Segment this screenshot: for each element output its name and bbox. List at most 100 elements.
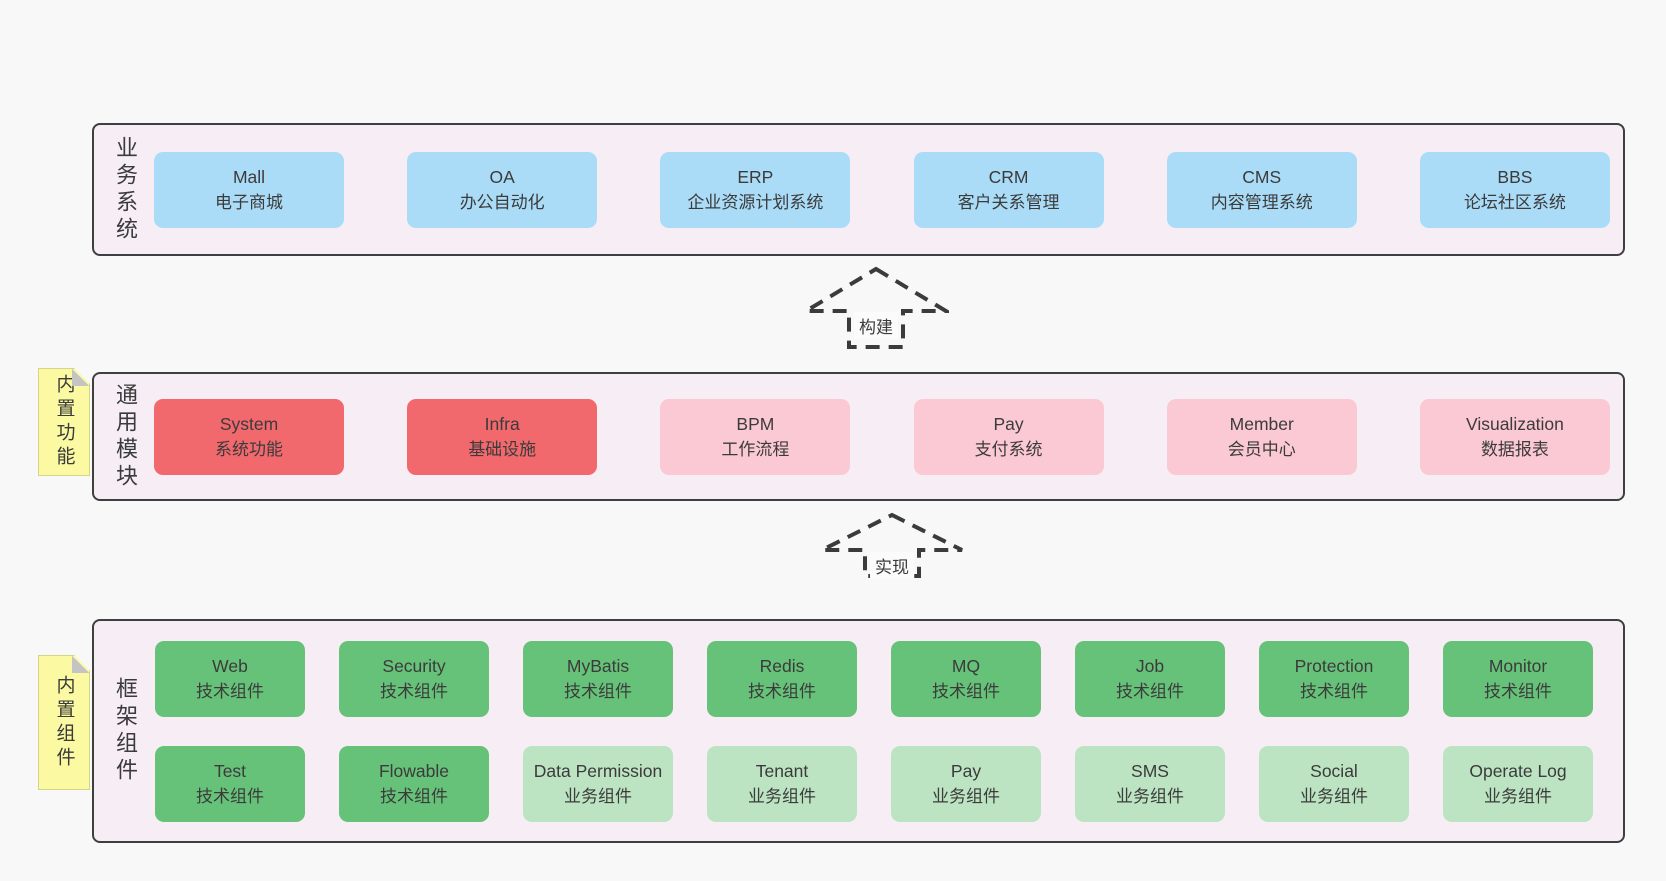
box-title: CMS bbox=[1242, 166, 1282, 187]
box-title: System bbox=[219, 413, 279, 434]
box-oa: OA 办公自动化 bbox=[407, 151, 598, 228]
section-label-modules: 通用模块 bbox=[113, 382, 138, 491]
box-title: Monitor bbox=[1488, 655, 1548, 676]
box-title: BBS bbox=[1497, 166, 1533, 187]
box-title: Flowable bbox=[378, 760, 450, 781]
box-title: Pay bbox=[950, 760, 982, 781]
box-subtitle: 企业资源计划系统 bbox=[687, 192, 824, 212]
box-title: Social bbox=[1310, 760, 1358, 781]
box-title: Test bbox=[213, 760, 247, 781]
box-subtitle: 技术组件 bbox=[380, 681, 448, 701]
box-subtitle: 会员中心 bbox=[1227, 439, 1296, 459]
box-title: BPM bbox=[736, 413, 775, 434]
box-subtitle: 技术组件 bbox=[380, 786, 448, 806]
section-framework-components: 框架组件 Web 技术组件 Security 技术组件 MyBatis 技术组件 Redis… bbox=[92, 619, 1625, 843]
box-subtitle: 技术组件 bbox=[196, 681, 264, 701]
box-subtitle: 内容管理系统 bbox=[1210, 192, 1313, 212]
box-cms: CMS 内容管理系统 bbox=[1166, 151, 1357, 228]
box-subtitle: 业务组件 bbox=[1484, 786, 1552, 806]
box-subtitle: 业务组件 bbox=[932, 786, 1000, 806]
box-subtitle: 技术组件 bbox=[1484, 681, 1552, 701]
box-infra: Infra 基础设施 bbox=[407, 398, 598, 475]
box-mybatis: MyBatis 技术组件 bbox=[523, 640, 673, 717]
build-arrow-icon: 构建 bbox=[803, 266, 949, 350]
box-title: Web bbox=[212, 655, 248, 676]
sticky-fold-corner-icon bbox=[72, 656, 89, 673]
box-visualization: Visualization 数据报表 bbox=[1419, 398, 1610, 475]
section-label-business: 业务系统 bbox=[113, 135, 138, 244]
box-pay: Pay 支付系统 bbox=[913, 398, 1104, 475]
sticky-note-builtin-components: 内置组件 bbox=[38, 655, 90, 790]
box-subtitle: 技术组件 bbox=[748, 681, 816, 701]
box-subtitle: 客户关系管理 bbox=[957, 192, 1060, 212]
box-data-permission: Data Permission 业务组件 bbox=[523, 745, 673, 822]
implement-arrow-label: 实现 bbox=[870, 552, 914, 579]
box-title: Protection bbox=[1294, 655, 1374, 676]
box-social: Social 业务组件 bbox=[1259, 745, 1409, 822]
box-title: Operate Log bbox=[1469, 760, 1567, 781]
box-subtitle: 技术组件 bbox=[1116, 681, 1184, 701]
box-subtitle: 基础设施 bbox=[468, 439, 537, 459]
box-subtitle: 工作流程 bbox=[721, 439, 790, 459]
box-subtitle: 支付系统 bbox=[974, 439, 1043, 459]
box-title: Redis bbox=[759, 655, 805, 676]
section-label-framework: 框架组件 bbox=[113, 677, 138, 785]
box-subtitle: 系统功能 bbox=[215, 439, 283, 459]
box-sms: SMS 业务组件 bbox=[1075, 745, 1225, 822]
box-subtitle: 业务组件 bbox=[1116, 786, 1184, 806]
box-subtitle: 电子商城 bbox=[215, 192, 283, 212]
box-title: Tenant bbox=[755, 760, 809, 781]
box-title: MyBatis bbox=[566, 655, 630, 676]
box-subtitle: 技术组件 bbox=[196, 786, 264, 806]
box-title: Security bbox=[382, 655, 446, 676]
box-title: SMS bbox=[1131, 760, 1169, 781]
box-title: CRM bbox=[988, 166, 1029, 187]
section-business-systems: 业务系统 Mall 电子商城 OA 办公自动化 ERP 企业资源计划系统 CRM 客户关系管理… bbox=[92, 123, 1625, 256]
box-test: Test 技术组件 bbox=[155, 745, 305, 822]
box-member: Member 会员中心 bbox=[1166, 398, 1357, 475]
box-subtitle: 业务组件 bbox=[564, 786, 632, 806]
box-title: Mall bbox=[232, 166, 266, 187]
box-title: Visualization bbox=[1465, 413, 1564, 434]
box-title: Data Permission bbox=[533, 760, 663, 781]
box-bbs: BBS 论坛社区系统 bbox=[1419, 151, 1610, 228]
box-tenant: Tenant 业务组件 bbox=[707, 745, 857, 822]
box-title: MQ bbox=[951, 655, 981, 676]
box-title: Infra bbox=[484, 413, 520, 434]
box-subtitle: 技术组件 bbox=[932, 681, 1000, 701]
box-erp: ERP 企业资源计划系统 bbox=[660, 151, 851, 228]
box-subtitle: 办公自动化 bbox=[459, 192, 545, 212]
box-subtitle: 技术组件 bbox=[564, 681, 632, 701]
sticky-fold-corner-icon bbox=[72, 369, 89, 386]
box-mq: MQ 技术组件 bbox=[891, 640, 1041, 717]
box-subtitle: 业务组件 bbox=[748, 786, 816, 806]
implement-arrow-icon: 实现 bbox=[819, 512, 965, 579]
box-crm: CRM 客户关系管理 bbox=[913, 151, 1104, 228]
box-subtitle: 数据报表 bbox=[1480, 439, 1549, 459]
box-mall: Mall 电子商城 bbox=[154, 151, 344, 228]
box-web: Web 技术组件 bbox=[155, 640, 305, 717]
modules-box-row: System 系统功能 Infra 基础设施 BPM 工作流程 Pay 支付系统 Member 会… bbox=[154, 374, 1610, 499]
box-security: Security 技术组件 bbox=[339, 640, 489, 717]
box-bpm: BPM 工作流程 bbox=[660, 398, 851, 475]
box-system: System 系统功能 bbox=[154, 398, 344, 475]
sticky-note-builtin-features: 内置功能 bbox=[38, 368, 90, 476]
box-pay: Pay 业务组件 bbox=[891, 745, 1041, 822]
box-subtitle: 论坛社区系统 bbox=[1463, 192, 1566, 212]
box-flowable: Flowable 技术组件 bbox=[339, 745, 489, 822]
box-title: Member bbox=[1229, 413, 1294, 434]
section-common-modules: 通用模块 System 系统功能 Infra 基础设施 BPM 工作流程 Pay 支付系统 Me… bbox=[92, 372, 1625, 501]
box-title: Pay bbox=[993, 413, 1024, 434]
box-monitor: Monitor 技术组件 bbox=[1443, 640, 1593, 717]
box-operate-log: Operate Log 业务组件 bbox=[1443, 745, 1593, 822]
build-arrow-label: 构建 bbox=[854, 312, 898, 339]
box-subtitle: 业务组件 bbox=[1300, 786, 1368, 806]
box-title: OA bbox=[489, 166, 515, 187]
box-title: ERP bbox=[737, 166, 774, 187]
